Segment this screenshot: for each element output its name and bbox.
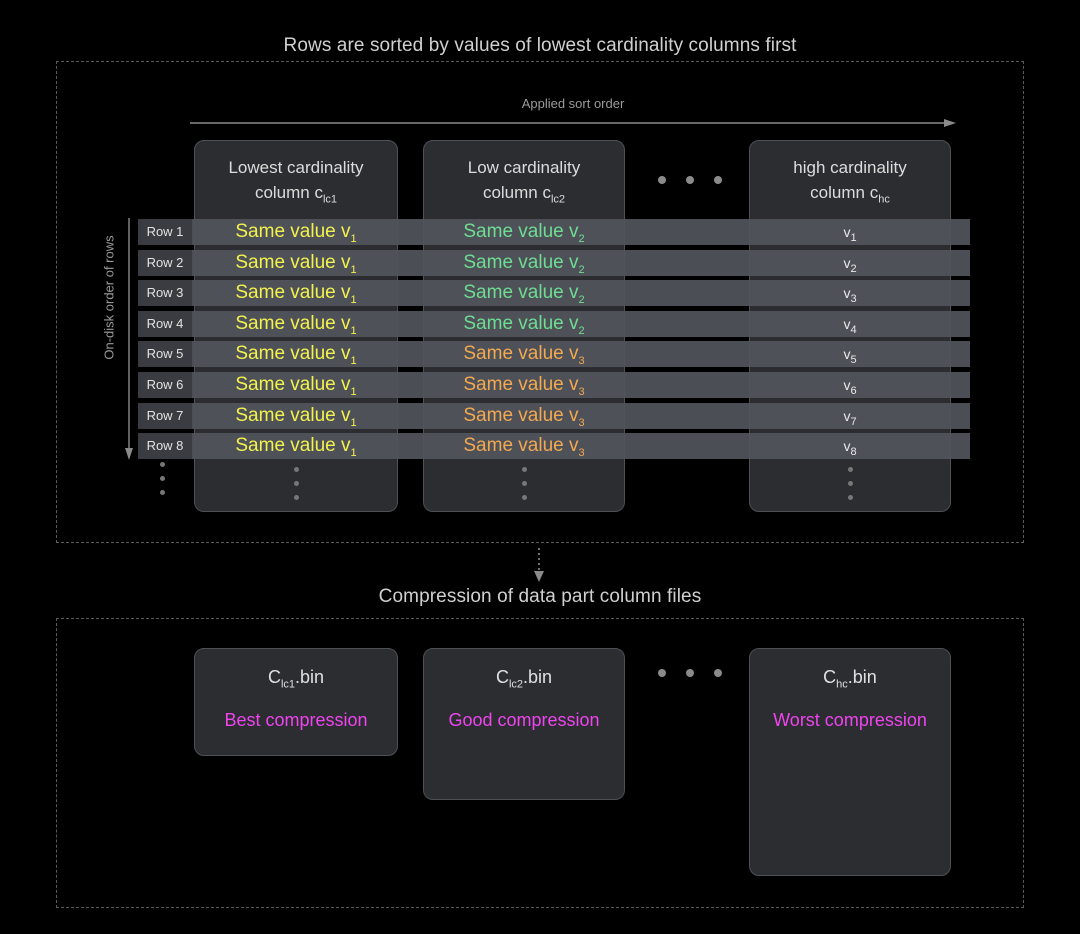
page-title-compression: Compression of data part column files	[378, 586, 702, 607]
cell-hc: v5	[843, 346, 857, 366]
bin-file-name-hc: Chc.bin	[823, 667, 877, 691]
cell-lc1: Same value v1	[235, 343, 357, 367]
row-label: Row 1	[138, 219, 192, 245]
columns-horizontal-ellipsis-icon	[658, 176, 722, 184]
compression-quality-lc1: Best compression	[224, 709, 368, 730]
applied-sort-order-arrow-icon	[190, 119, 956, 127]
rows-vertical-ellipsis-icon	[160, 462, 165, 495]
cell-lc1: Same value v1	[235, 282, 357, 306]
column-vertical-ellipsis-icon	[424, 467, 624, 500]
cell-hc: v2	[843, 255, 857, 275]
row-label: Row 6	[138, 372, 192, 398]
cell-lc1: Same value v1	[235, 435, 357, 459]
table-row	[138, 433, 970, 459]
bin-file-card-lc2: Clc2.bin Good compression	[423, 648, 625, 800]
cell-hc: v4	[843, 316, 857, 336]
row-label: Row 7	[138, 403, 192, 429]
bin-file-name-lc1: Clc1.bin	[267, 667, 325, 691]
cell-lc1: Same value v1	[235, 374, 357, 398]
column-vertical-ellipsis-icon	[195, 467, 397, 500]
on-disk-order-label: On-disk order of rows	[101, 235, 117, 360]
cell-hc: v1	[843, 224, 857, 244]
table-row	[138, 341, 970, 367]
cell-lc2: Same value v2	[463, 313, 585, 337]
bin-files-horizontal-ellipsis-icon	[658, 669, 722, 677]
column-header-lc1: Lowest cardinality column clc1	[228, 158, 364, 206]
bin-file-subscript-hc: hc	[836, 678, 848, 691]
cell-lc2: Same value v2	[463, 252, 585, 276]
cell-lc1: Same value v1	[235, 221, 357, 245]
cell-hc: v7	[843, 408, 857, 428]
bin-file-subscript-lc2: lc2	[508, 678, 524, 691]
table-row	[138, 372, 970, 398]
cell-lc1: Same value v1	[235, 252, 357, 276]
on-disk-order-arrow-icon	[125, 218, 133, 460]
compression-flow-arrow-icon	[534, 548, 544, 582]
cell-lc2: Same value v3	[463, 343, 585, 367]
table-row	[138, 250, 970, 276]
compression-quality-lc2: Good compression	[448, 709, 600, 730]
bin-file-subscript-lc1: lc1	[280, 678, 296, 691]
compression-panel	[56, 618, 1024, 908]
column-vertical-ellipsis-icon	[750, 467, 950, 500]
column-header-hc: high cardinality column chc	[793, 158, 907, 206]
column-header-lc2: Low cardinality column clc2	[467, 158, 581, 206]
applied-sort-order-label: Applied sort order	[521, 96, 625, 111]
row-label: Row 8	[138, 433, 192, 459]
cell-hc: v3	[843, 285, 857, 305]
cell-lc2: Same value v3	[463, 374, 585, 398]
table-row	[138, 219, 970, 245]
page-title-sort: Rows are sorted by values of lowest card…	[283, 35, 797, 56]
row-label: Row 2	[138, 250, 192, 276]
bin-file-name-lc2: Clc2.bin	[495, 667, 553, 691]
cell-lc1: Same value v1	[235, 313, 357, 337]
compression-quality-hc: Worst compression	[773, 709, 927, 730]
table-row	[138, 403, 970, 429]
column-subscript-lc1: lc1	[322, 193, 338, 206]
cell-lc2: Same value v3	[463, 435, 585, 459]
table-row	[138, 311, 970, 337]
column-subscript-lc2: lc2	[550, 193, 566, 206]
cell-lc1: Same value v1	[235, 405, 357, 429]
sort-panel	[56, 61, 1024, 543]
row-label: Row 5	[138, 341, 192, 367]
cell-lc2: Same value v3	[463, 405, 585, 429]
bin-file-card-lc1: Clc1.bin Best compression	[194, 648, 398, 756]
column-subscript-hc: hc	[878, 193, 890, 206]
table-row	[138, 280, 970, 306]
cell-lc2: Same value v2	[463, 221, 585, 245]
cell-hc: v8	[843, 438, 857, 458]
bin-file-card-hc: Chc.bin Worst compression	[749, 648, 951, 876]
cell-lc2: Same value v2	[463, 282, 585, 306]
row-label: Row 4	[138, 311, 192, 337]
row-label: Row 3	[138, 280, 192, 306]
cell-hc: v6	[843, 377, 857, 397]
